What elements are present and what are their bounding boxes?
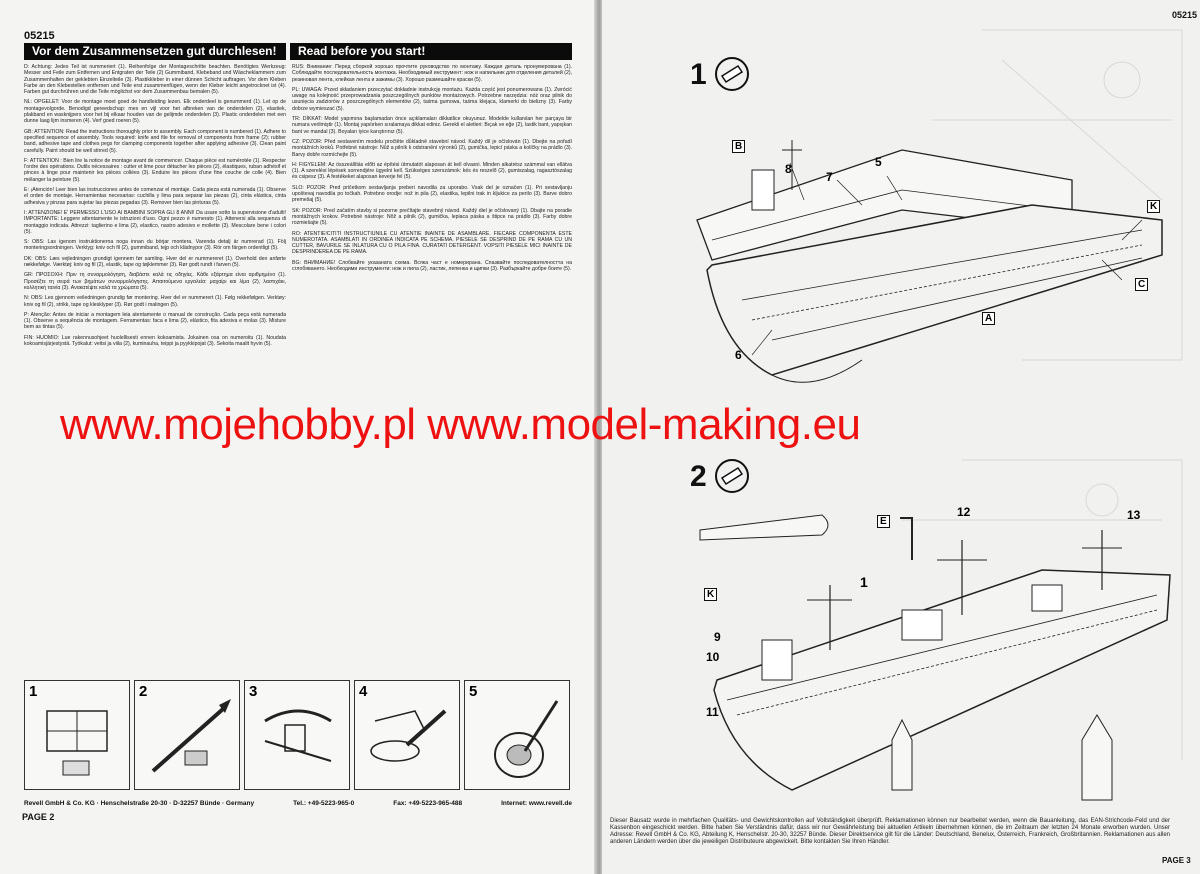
left-page: 05215 Vor dem Zusammensetzen gut durchle… <box>0 0 596 874</box>
step-2-number: 2 <box>139 683 148 700</box>
company-internet: Internet: www.revell.de <box>501 800 572 807</box>
company-address: Revell GmbH & Co. KG · Henschelstraße 20… <box>24 800 255 807</box>
step-5-box: 5 <box>464 680 570 790</box>
preparation-steps: 1 2 3 4 <box>24 680 572 790</box>
step-3-box: 3 <box>244 680 350 790</box>
instruction-paragraph-pl: PL: UWAGA: Przed składaniem przeczytać d… <box>292 86 572 112</box>
step-2-box: 2 <box>134 680 240 790</box>
instruction-paragraph-s: S: OBS: Las igenom instruktionerna noga … <box>24 239 286 252</box>
right-page: 05215 1 <box>602 0 1200 874</box>
instruction-paragraph-cz: CZ: POZOR: Před sestavením modelu pročtě… <box>292 138 572 158</box>
instruction-paragraph-nl: NL: OPGELET: Voor de montage moet goed d… <box>24 99 286 125</box>
part-label-11: 11 <box>706 705 719 719</box>
paint-icon <box>494 700 559 778</box>
part-label-13: 13 <box>1127 508 1141 522</box>
watermark-text: www.mojehobby.pl www.model-making.eu <box>60 400 861 449</box>
instructions-column-right: RUS: Внимание: Перед сборкой хорошо проч… <box>292 64 572 672</box>
part-label-7: 7 <box>826 170 833 184</box>
company-fax: Fax: +49-5223-965-488 <box>393 800 463 807</box>
part-label-b: B <box>732 140 746 153</box>
product-code-right: 05215 <box>1172 10 1198 20</box>
step-3-number: 3 <box>249 683 258 700</box>
instruction-paragraph-fin: FIN: HUOMIO: Lue rakennusohjeet huolelli… <box>24 334 286 347</box>
part-label-1: 1 <box>860 574 868 590</box>
part-label-k-2: K <box>704 588 718 601</box>
instruction-paragraph-gr: GR: ΠΡΟΣΟΧΗ: Πριν τη συναρμολόγηση, διαβ… <box>24 272 286 291</box>
header-english: Read before you start! <box>290 43 572 60</box>
part-label-k: K <box>1147 200 1161 213</box>
assembly-step-1-number: 1 <box>690 58 707 91</box>
part-label-12: 12 <box>957 505 971 519</box>
instruction-paragraph-ro: RO: ATENTIE!CITITI INSTRUCTIUNILE CU ATE… <box>292 230 572 256</box>
step-4-number: 4 <box>359 683 368 700</box>
book-gutter <box>594 0 604 874</box>
step-4-box: 4 <box>354 680 460 790</box>
deck-assembly-drawing <box>699 514 1171 801</box>
instruction-paragraph-gb: GB: ATTENTION: Read the instructions tho… <box>24 128 286 154</box>
instruction-paragraph-dk: DK: OBS: Læs vejledningen grundigt igenn… <box>24 255 286 269</box>
header-german: Vor dem Zusammensetzen gut durchlesen! <box>24 43 286 60</box>
instruction-paragraph-e: E: ¡Atención! Leer bien las instruccione… <box>24 187 286 206</box>
sprue-icon <box>46 710 108 776</box>
company-footer: Revell GmbH & Co. KG · Henschelstraße 20… <box>24 800 572 811</box>
knife-file-icon <box>151 699 231 773</box>
instruction-paragraph-f: F: ATTENTION : Bien lire la notice de mo… <box>24 157 286 183</box>
instruction-paragraph-sk: SK: POZOR: Pred začatím stavby si pozorn… <box>292 207 572 227</box>
instructions-column-left: D: Achtung: Jedes Teil ist nummeriert (1… <box>24 64 286 672</box>
part-label-8: 8 <box>785 162 792 176</box>
company-tel: Tel.: +49-5223-965-0 <box>293 800 355 807</box>
instruction-paragraph-tr: TR: DİKKAT: Model yapımına başlamadan ön… <box>292 116 572 135</box>
page-label-right: PAGE 3 <box>1162 856 1191 865</box>
part-label-a: A <box>982 312 996 325</box>
instruction-paragraph-rus: RUS: Внимание: Перед сборкой хорошо проч… <box>292 64 572 83</box>
instruction-paragraph-bg: BG: ВНИМАНИЕ! Слобвайте указаната схема.… <box>292 259 572 273</box>
instruction-paragraph-i: I: ATTENZIONE! E' PERMESSO L'USO AI BAMB… <box>24 209 286 235</box>
step-5-number: 5 <box>469 683 478 700</box>
product-code: 05215 <box>24 30 55 42</box>
hull-assembly-drawing <box>696 140 1163 383</box>
part-label-6: 6 <box>735 348 742 362</box>
instruction-paragraph-p: P: Atenção: Antes de iniciar a montagem … <box>24 311 286 331</box>
step-1-box: 1 <box>24 680 130 790</box>
instruction-paragraph-n: N: OBS: Les gjennom veiledningen grundig… <box>24 295 286 308</box>
glue-tube-icon <box>715 57 749 91</box>
instruction-paragraph-h: H: FIGYELEM: Az összeállítás előtt az ép… <box>292 161 572 181</box>
glue-tube-icon-2 <box>715 459 749 493</box>
warranty-disclaimer: Dieser Bausatz wurde in mehrfachen Quali… <box>610 818 1170 845</box>
part-label-10: 10 <box>706 650 720 664</box>
part-label-5: 5 <box>875 155 882 169</box>
instruction-paragraph-slo: SLO: POZOR: Pred pričetkom sestavljanja … <box>292 184 572 204</box>
part-label-e: E <box>877 515 890 528</box>
instruction-paragraph-d: D: Achtung: Jedes Teil ist nummeriert (1… <box>24 64 286 96</box>
part-label-c: C <box>1135 278 1149 291</box>
assembly-step-2-number: 2 <box>690 460 707 493</box>
page-label-left: PAGE 2 <box>22 812 55 822</box>
sprue-background <box>902 29 1183 760</box>
glue-icon <box>370 709 447 762</box>
step-1-number: 1 <box>29 683 38 700</box>
clamp-icon <box>264 709 332 762</box>
part-label-9: 9 <box>714 630 721 644</box>
